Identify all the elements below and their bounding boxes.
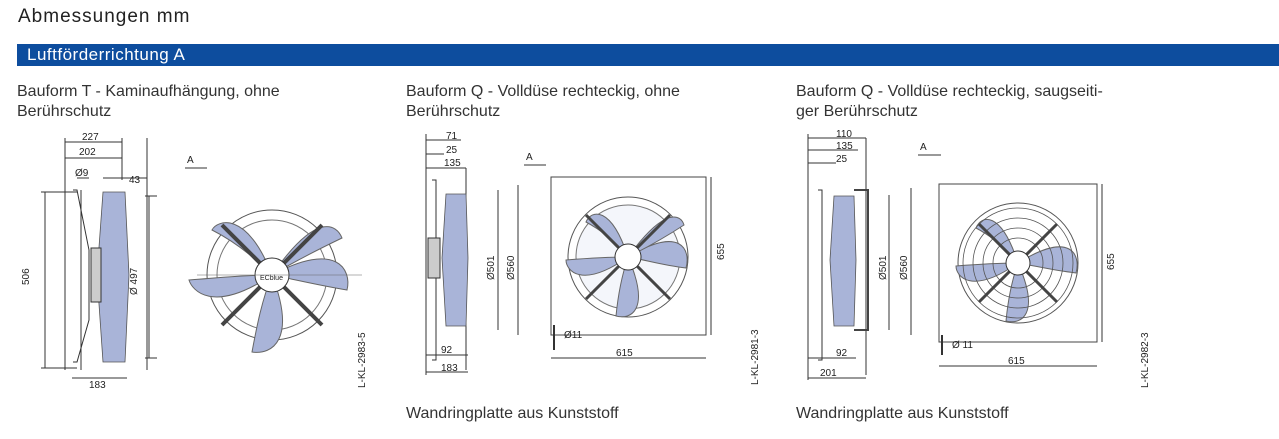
svg-text:Ø 497: Ø 497 [129, 267, 140, 295]
panel-title: Bauform Q - Volldüse rechteckig, ohne Be… [406, 83, 680, 120]
panel-bauform-q-guard: Bauform Q - Volldüse rechteckig, saugsei… [796, 82, 1186, 439]
svg-text:71: 71 [446, 131, 458, 142]
svg-text:183: 183 [89, 380, 106, 391]
svg-text:L-KL-2983-5: L-KL-2983-5 [357, 332, 368, 388]
svg-text:135: 135 [444, 158, 461, 169]
svg-text:Ø560: Ø560 [899, 255, 910, 280]
fan-front-view: ECblue [188, 209, 362, 353]
svg-text:202: 202 [79, 147, 96, 158]
svg-text:Ø11: Ø11 [564, 330, 583, 341]
svg-text:ECblue: ECblue [260, 275, 283, 282]
page-title: Abmessungen mm [18, 6, 191, 27]
svg-text:25: 25 [446, 145, 458, 156]
svg-text:227: 227 [82, 132, 99, 143]
panel-caption: Wandringplatte aus Kunststoff [406, 405, 619, 422]
panel-caption: Wandringplatte aus Kunststoff [796, 405, 1009, 422]
svg-text:201: 201 [820, 368, 837, 379]
svg-text:Ø 11: Ø 11 [952, 340, 973, 351]
svg-text:655: 655 [716, 243, 727, 260]
guard-grill [962, 207, 1074, 319]
svg-text:Ø501: Ø501 [878, 255, 889, 280]
svg-text:135: 135 [836, 141, 853, 152]
svg-text:43: 43 [129, 175, 141, 186]
svg-text:615: 615 [1008, 356, 1025, 367]
svg-text:506: 506 [21, 268, 32, 285]
svg-text:92: 92 [836, 348, 848, 359]
svg-text:A: A [187, 155, 194, 166]
panel-bauform-q-open: Bauform Q - Volldüse rechteckig, ohne Be… [406, 82, 796, 439]
svg-text:655: 655 [1106, 253, 1117, 270]
technical-drawing-bauform-q-open: 71 25 135 Ø501 Ø560 92 183 A 655 615 Ø11… [425, 131, 761, 385]
svg-text:615: 615 [616, 348, 633, 359]
svg-text:L-KL-2982-3: L-KL-2982-3 [1140, 332, 1151, 388]
section-bar-airflow-direction: Luftförderrichtung A [17, 44, 1279, 66]
svg-text:Ø9: Ø9 [75, 168, 89, 179]
svg-text:Ø560: Ø560 [506, 255, 517, 280]
technical-drawing-bauform-t: 227 202 Ø9 43 506 Ø 497 183 A ECblue L-K… [21, 132, 368, 391]
svg-text:92: 92 [441, 345, 453, 356]
panel-title: Bauform Q - Volldüse rechteckig, saugsei… [796, 83, 1103, 120]
svg-text:A: A [526, 152, 533, 163]
svg-text:A: A [920, 142, 927, 153]
technical-drawing-bauform-q-guard: 110 135 25 Ø501 Ø560 92 201 A 655 615 Ø … [807, 130, 1151, 388]
svg-text:L-KL-2981-3: L-KL-2981-3 [750, 329, 761, 385]
dimension-labels: 227 202 Ø9 43 506 Ø 497 183 [21, 132, 141, 391]
svg-text:110: 110 [836, 130, 852, 140]
panel-bauform-t: Bauform T - Kaminaufhängung, ohne Berühr… [17, 82, 407, 439]
svg-text:Ø501: Ø501 [486, 255, 497, 280]
svg-text:183: 183 [441, 363, 458, 374]
svg-text:25: 25 [836, 154, 848, 165]
panel-title: Bauform T - Kaminaufhängung, ohne Berühr… [17, 83, 280, 120]
